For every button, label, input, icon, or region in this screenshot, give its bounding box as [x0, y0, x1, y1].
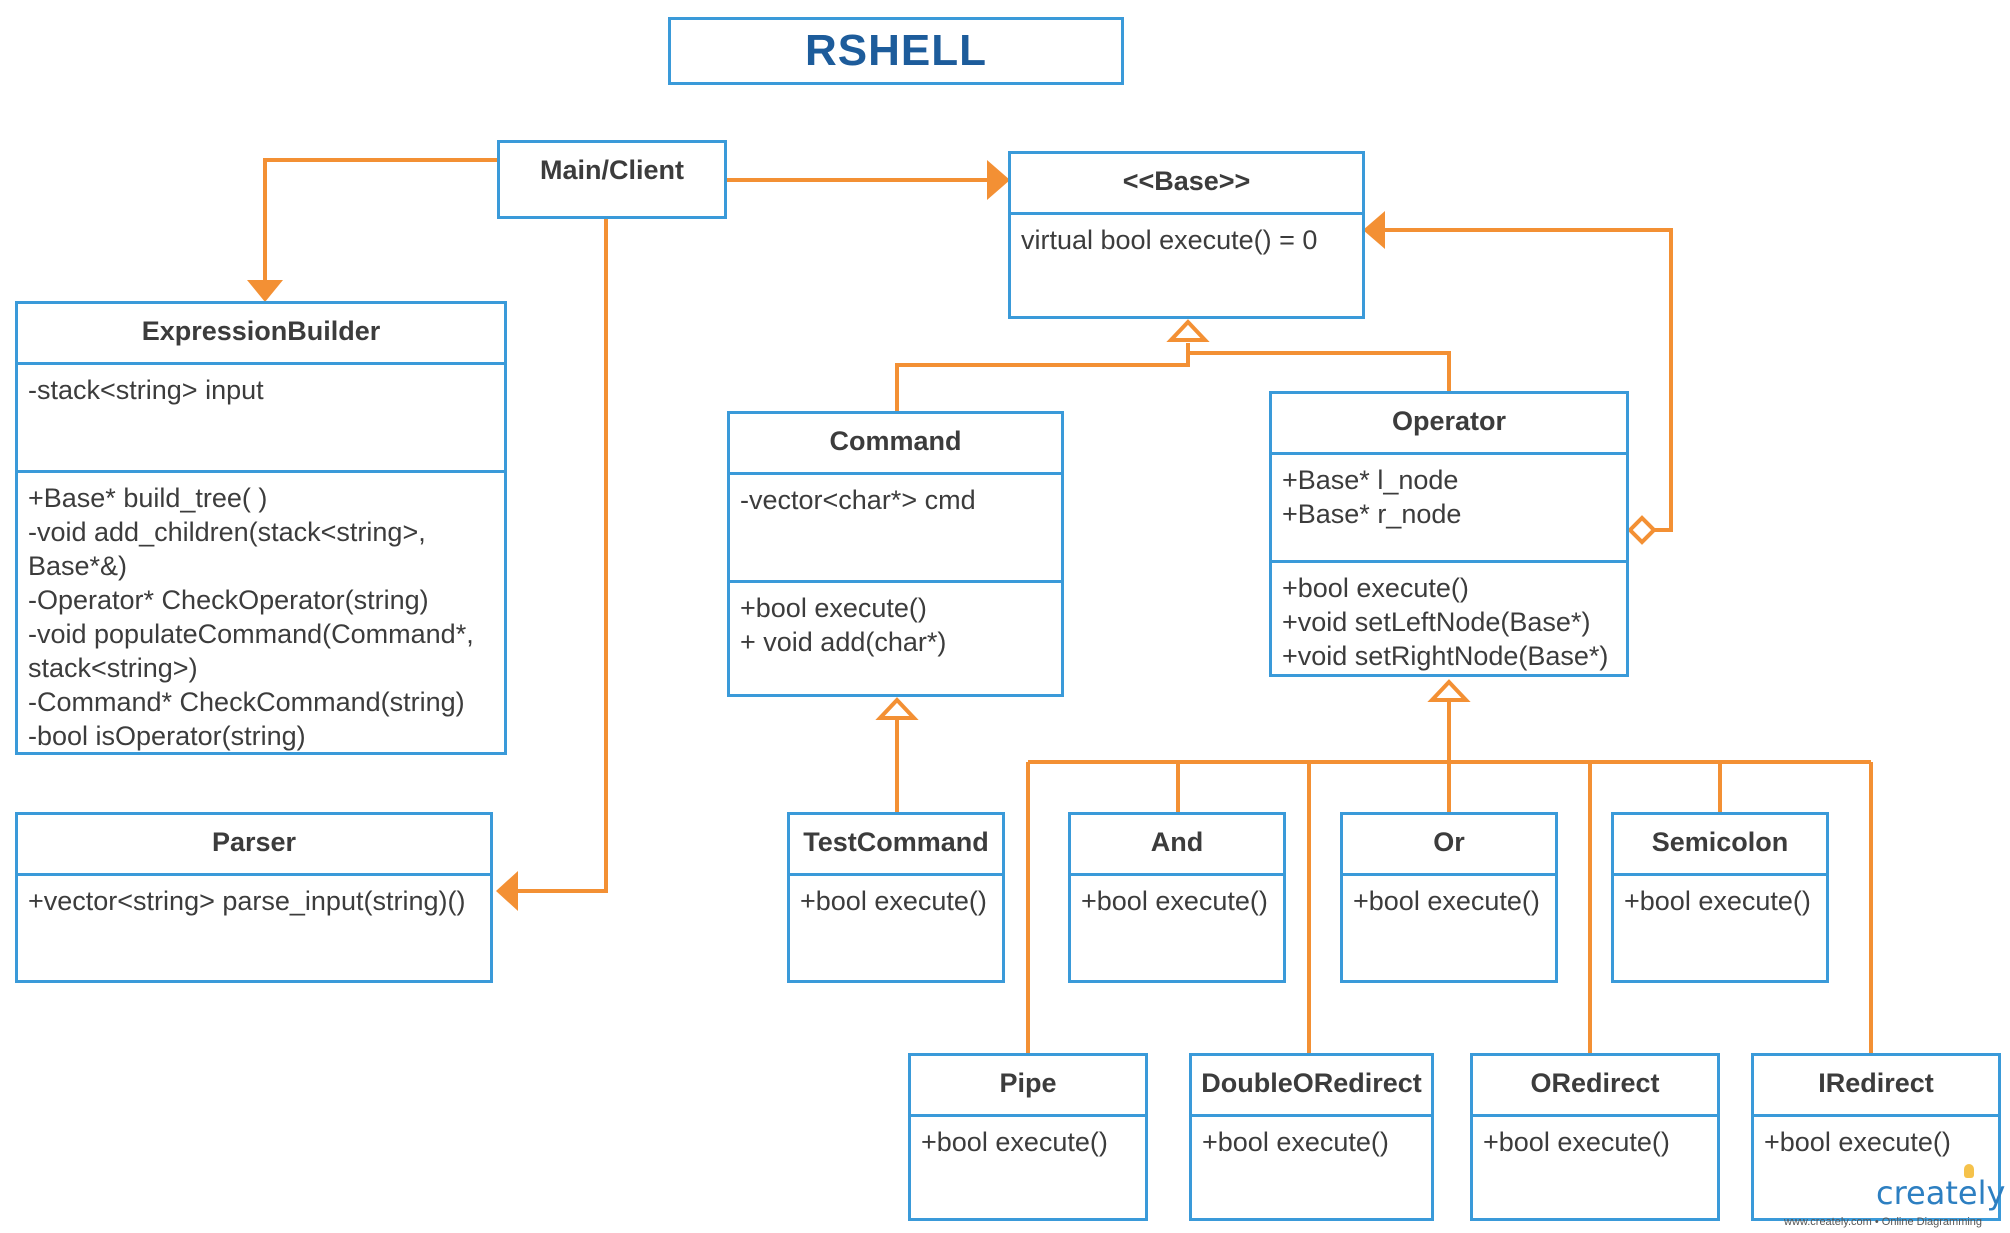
logo-brand: creately — [1876, 1174, 2006, 1212]
class-pipe: Pipe +bool execute() — [908, 1053, 1148, 1221]
class-name: And — [1071, 815, 1283, 876]
methods-section: +bool execute() — [1343, 876, 1555, 980]
methods-section: virtual bool execute() = 0 — [1011, 215, 1362, 316]
member-line: +bool execute() — [1764, 1127, 1951, 1157]
methods-section: +bool execute() — [790, 876, 1002, 980]
member-line: virtual bool execute() = 0 — [1021, 225, 1318, 255]
class-name: Semicolon — [1614, 815, 1826, 876]
class-operator: Operator +Base* l_node +Base* r_node +bool … — [1269, 391, 1629, 677]
methods-section: +bool execute() + void add(char*) — [730, 580, 1061, 694]
attributes-section: +Base* l_node +Base* r_node — [1272, 455, 1626, 560]
attributes-section: -stack<string> input — [18, 365, 504, 470]
member-line: +Base* r_node — [1282, 499, 1462, 529]
member-line: Base*&) — [28, 551, 128, 581]
class-expression-builder: ExpressionBuilder -stack<string> input +Ba… — [15, 301, 507, 755]
member-line: +void setRightNode(Base*) — [1282, 641, 1609, 671]
class-name: Pipe — [911, 1056, 1145, 1117]
methods-section: +bool execute() — [1071, 876, 1283, 980]
class-semicolon: Semicolon +bool execute() — [1611, 812, 1829, 983]
member-line: + void add(char*) — [740, 627, 947, 657]
generalization-operator — [1427, 679, 1471, 702]
creately-logo: creately www.creately.com • Online Diagr… — [1784, 1164, 2006, 1228]
methods-section: +bool execute() — [911, 1117, 1145, 1218]
class-doubleoredirect: DoubleORedirect +bool execute() — [1189, 1053, 1434, 1221]
methods-section: +bool execute() — [1614, 876, 1826, 980]
methods-section: +vector<string> parse_input(string)() — [18, 876, 490, 980]
class-name: ORedirect — [1473, 1056, 1717, 1117]
class-iredirect: IRedirect +bool execute() — [1751, 1053, 2001, 1221]
class-name: DoubleORedirect — [1192, 1056, 1431, 1117]
class-main-client: Main/Client — [497, 140, 727, 219]
class-name: Operator — [1272, 394, 1626, 455]
member-line: +bool execute() — [1353, 886, 1540, 916]
member-line: +Base* build_tree( ) — [28, 483, 268, 513]
member-line: stack<string>) — [28, 653, 198, 683]
class-name: IRedirect — [1754, 1056, 1998, 1117]
class-base: <<Base>> virtual bool execute() = 0 — [1008, 151, 1365, 319]
edge-operator-base — [1188, 351, 1451, 392]
aggregation-diamond — [1627, 515, 1657, 545]
diagram-title-text: RSHELL — [805, 26, 987, 75]
arrowhead-base — [987, 160, 1010, 200]
member-line: +bool execute() — [1624, 886, 1811, 916]
methods-section: +bool execute() — [1192, 1117, 1431, 1218]
member-line: +bool execute() — [1202, 1127, 1389, 1157]
arrowhead-aggregation-base — [1363, 211, 1385, 249]
member-line: -stack<string> input — [28, 375, 264, 405]
edge-main-parser — [515, 218, 608, 893]
arrowhead-parser — [496, 871, 518, 911]
member-line: +bool execute() — [1282, 573, 1469, 603]
methods-section: +bool execute() — [1754, 1117, 1998, 1218]
member-line: +bool execute() — [921, 1127, 1108, 1157]
class-command: Command -vector<char*> cmd +bool execute()… — [727, 411, 1064, 697]
arrowhead-expressionbuilder — [247, 280, 283, 302]
member-line: +bool execute() — [1483, 1127, 1670, 1157]
member-line: +void setLeftNode(Base*) — [1282, 607, 1591, 637]
member-line: +bool execute() — [1081, 886, 1268, 916]
member-line: +Base* l_node — [1282, 465, 1459, 495]
class-name: Command — [730, 414, 1061, 475]
edge-main-expressionbuilder — [263, 158, 497, 283]
class-name: ExpressionBuilder — [18, 304, 504, 365]
member-line: +bool execute() — [800, 886, 987, 916]
member-line: -vector<char*> cmd — [740, 485, 976, 515]
generalization-command — [875, 697, 919, 720]
member-line: +bool execute() — [740, 593, 927, 623]
class-testcommand: TestCommand +bool execute() — [787, 812, 1005, 983]
attributes-section: -vector<char*> cmd — [730, 475, 1061, 580]
class-name: TestCommand — [790, 815, 1002, 876]
member-line: -void add_children(stack<string>, — [28, 517, 426, 547]
class-oredirect: ORedirect +bool execute() — [1470, 1053, 1720, 1221]
class-name: Or — [1343, 815, 1555, 876]
methods-section: +Base* build_tree( ) -void add_children(s… — [18, 470, 504, 752]
edge-command-base — [895, 343, 1190, 411]
methods-section: +bool execute() — [1473, 1117, 1717, 1218]
class-and: And +bool execute() — [1068, 812, 1286, 983]
member-line: -Operator* CheckOperator(string) — [28, 585, 429, 615]
member-line: -void populateCommand(Command*, — [28, 619, 474, 649]
member-line: -bool isOperator(string) — [28, 721, 306, 751]
methods-section: +bool execute() +void setLeftNode(Base*) +… — [1272, 560, 1626, 674]
class-name: Parser — [18, 815, 490, 876]
lightbulb-icon — [1964, 1164, 1974, 1178]
class-parser: Parser +vector<string> parse_input(string… — [15, 812, 493, 983]
diagram-title: RSHELL — [668, 17, 1124, 85]
member-line: +vector<string> parse_input(string)() — [28, 886, 466, 916]
class-name: <<Base>> — [1011, 154, 1362, 215]
member-line: -Command* CheckCommand(string) — [28, 687, 465, 717]
class-name: Main/Client — [539, 155, 684, 185]
class-or: Or +bool execute() — [1340, 812, 1558, 983]
generalization-base — [1166, 319, 1210, 342]
logo-tagline: www.creately.com • Online Diagramming — [1784, 1216, 1983, 1228]
